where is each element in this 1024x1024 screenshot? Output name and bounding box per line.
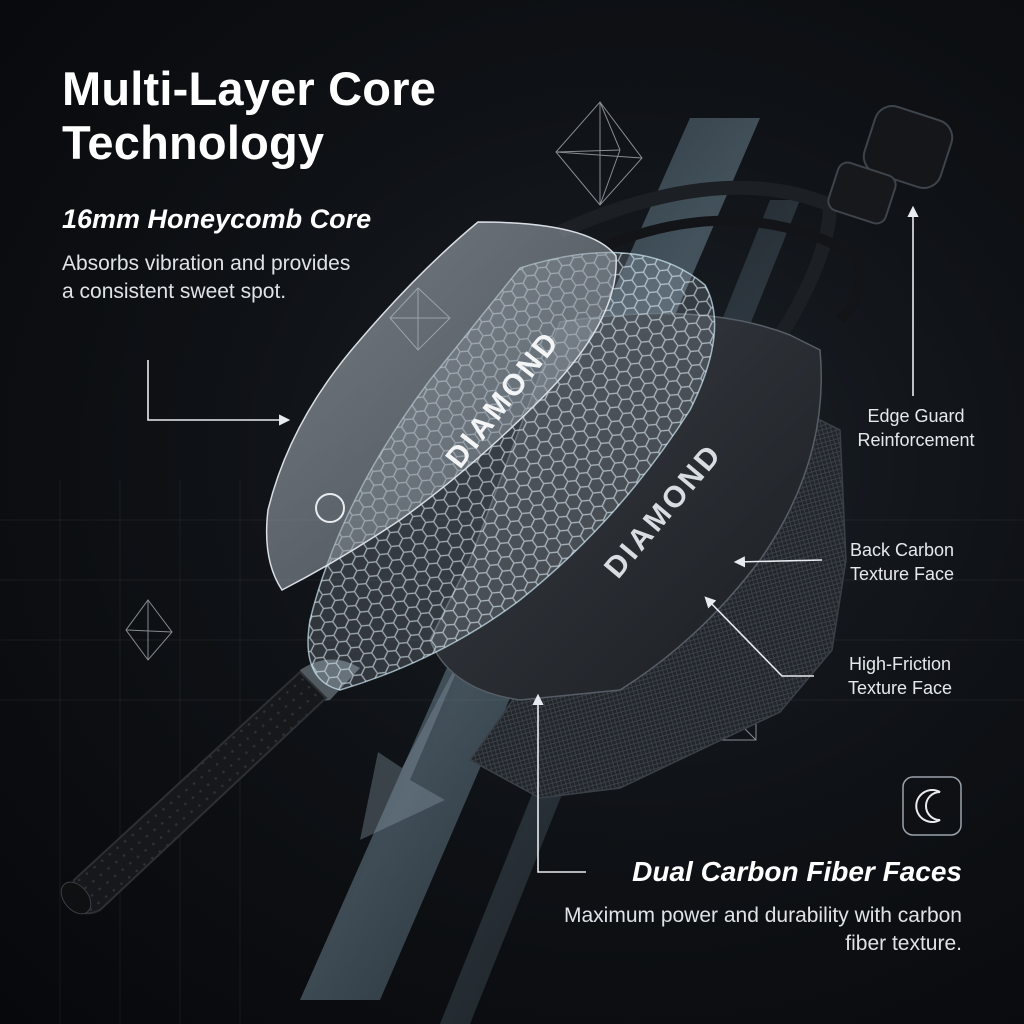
handle-butt-cap bbox=[60, 881, 92, 915]
paddle-handle bbox=[68, 670, 328, 915]
octahedron-icon bbox=[555, 101, 643, 206]
faces-section-title: Dual Carbon Fiber Faces bbox=[632, 856, 962, 887]
edge-guard-caps bbox=[827, 105, 954, 225]
core-section-description: Absorbs vibration and provides a consist… bbox=[62, 252, 351, 303]
octahedron-icon bbox=[125, 599, 173, 661]
paddle-logo-icon bbox=[315, 493, 345, 523]
core-section-title: 16mm Honeycomb Core bbox=[62, 204, 372, 234]
top-glass-face bbox=[265, 221, 617, 591]
edge-guard-label: Edge Guard Reinforcement bbox=[857, 406, 975, 450]
core-callout-line bbox=[147, 360, 291, 426]
back-face-callout-line bbox=[733, 556, 823, 568]
faces-section-description: Maximum power and durability with carbon… bbox=[563, 904, 962, 955]
faces-callout-line bbox=[532, 693, 586, 873]
back-face-label: Back Carbon Texture Face bbox=[849, 540, 955, 584]
friction-face-callout-line bbox=[704, 596, 814, 677]
crescent-logo-icon bbox=[902, 776, 962, 836]
page-title: Multi-Layer Core Technology bbox=[62, 62, 437, 169]
friction-face-label: High-Friction Texture Face bbox=[847, 654, 953, 698]
direction-arrow-icon bbox=[360, 640, 470, 840]
